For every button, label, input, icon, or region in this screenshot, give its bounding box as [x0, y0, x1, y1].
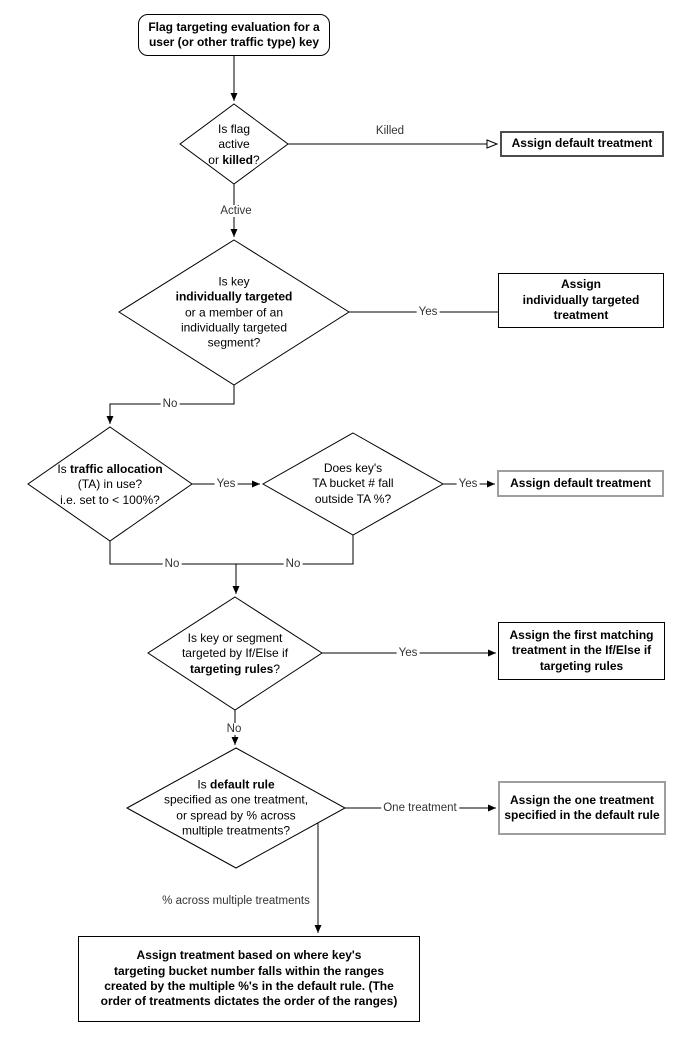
edge-label-yes-rules: Yes	[396, 647, 420, 659]
decision-default-rule-shape	[125, 747, 347, 869]
edge-label-no-outside-ta: No	[283, 558, 303, 570]
edge-label-no-rules: No	[224, 723, 244, 735]
outcome-killed-default-treatment: Assign default treatment	[500, 131, 664, 157]
edge-label-one-treatment: One treatment	[381, 802, 459, 814]
decision-individually-targeted-shape	[118, 239, 350, 386]
outcome-outside-ta-default-treatment: Assign default treatment	[497, 470, 664, 497]
edge-label-active: Active	[218, 205, 254, 217]
edge-label-killed: Killed	[375, 125, 405, 137]
edge-no-outside-ta	[236, 535, 354, 565]
edge-no-ta	[109, 541, 236, 565]
edge-label-yes-individually: Yes	[416, 306, 440, 318]
decision-flag-active-shape	[179, 103, 289, 185]
edge-label-pct-spread: % across multiple treatments	[160, 895, 312, 907]
edge-label-no-individually: No	[160, 398, 180, 410]
decision-targeting-rules-shape	[147, 596, 323, 711]
edge-label-no-ta: No	[162, 558, 182, 570]
decision-traffic-allocation-text: Is traffic allocation(TA) in use?i.e. se…	[57, 461, 163, 507]
decision-traffic-allocation-shape	[27, 426, 193, 542]
edge-label-yes-ta: Yes	[214, 478, 238, 490]
decision-ta-bucket-shape	[261, 432, 445, 536]
edge-label-yes-outside-ta: Yes	[456, 478, 480, 490]
